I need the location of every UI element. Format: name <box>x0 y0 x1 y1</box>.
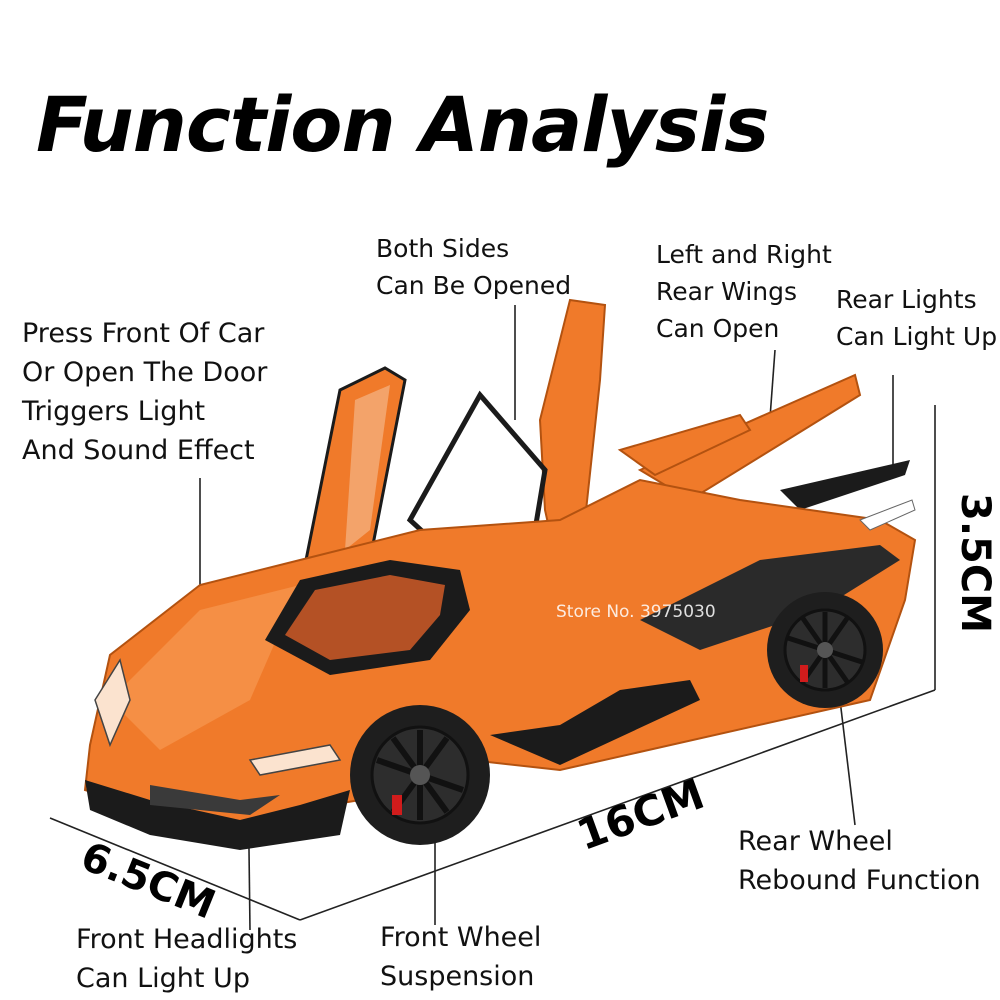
rear-wheel <box>767 592 883 708</box>
page-title: Function Analysis <box>36 80 769 169</box>
dimension-height: 3.5CM <box>952 492 999 634</box>
callout-rear-wheel: Rear Wheel Rebound Function <box>738 826 981 896</box>
callout-both-sides: Both Sides Can Be Opened <box>376 234 572 300</box>
rear-wings <box>617 373 910 510</box>
front-wheel <box>350 705 490 845</box>
car-body <box>83 478 917 850</box>
callout-front-light-sound: Press Front Of Car Or Open The Door Trig… <box>22 318 268 466</box>
dimension-lines <box>49 405 936 921</box>
callout-rear-lights: Rear Lights Can Light Up <box>836 285 998 351</box>
store-watermark: Store No. 3975030 <box>556 602 716 622</box>
callout-rear-wings: Left and Right Rear Wings Can Open <box>656 240 832 343</box>
callout-front-wheel: Front Wheel Suspension <box>380 922 542 992</box>
callout-front-headlights: Front Headlights Can Light Up <box>76 924 298 994</box>
